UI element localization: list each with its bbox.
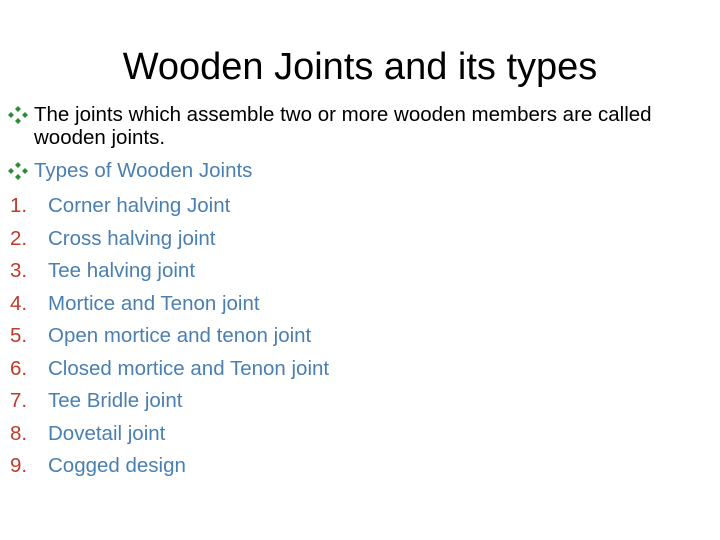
- list-item-label: Open mortice and tenon joint: [48, 324, 312, 347]
- list-item-number: 7.: [10, 389, 28, 412]
- diamond-bullet-icon: [8, 106, 28, 124]
- bullet-types-heading: Types of Wooden Joints: [8, 159, 714, 182]
- list-item-number: 3.: [10, 259, 28, 282]
- bullet-definition: The joints which assemble two or more wo…: [8, 103, 714, 149]
- slide-title: Wooden Joints and its types: [122, 46, 598, 88]
- list-item-label: Cogged design: [48, 454, 186, 477]
- diamond-bullet-icon: [8, 162, 28, 180]
- list-item-label: Closed mortice and Tenon joint: [48, 356, 330, 380]
- list-item: 6. Closed mortice and Tenon joint: [8, 353, 714, 386]
- list-item: 8. Dovetail joint: [8, 418, 714, 451]
- joint-types-list: 1. Corner halving Joint 2. Cross halving j…: [8, 190, 714, 483]
- list-item-label: Dovetail joint: [48, 421, 166, 445]
- list-item: 5. Open mortice and tenon joint: [8, 320, 714, 353]
- list-item: 9. Cogged design: [8, 450, 714, 483]
- list-item-number: 4.: [10, 291, 28, 315]
- list-item-label: Mortice and Tenon joint: [48, 291, 260, 315]
- list-item: 1. Corner halving Joint: [8, 190, 714, 223]
- list-item-label: Tee Bridle joint: [48, 389, 183, 412]
- slide-body: The joints which assemble two or more wo…: [8, 103, 714, 483]
- list-item: 3. Tee halving joint: [8, 255, 714, 288]
- list-item-label: Corner halving Joint: [48, 194, 231, 217]
- list-item-number: 5.: [10, 324, 28, 347]
- list-item: 7. Tee Bridle joint: [8, 385, 714, 418]
- bullet-types-heading-text: Types of Wooden Joints: [34, 159, 253, 182]
- list-item-number: 2.: [10, 226, 28, 250]
- list-item-number: 8.: [10, 421, 28, 445]
- bullet-definition-text: The joints which assemble two or more wo…: [34, 103, 652, 149]
- list-item-number: 1.: [10, 194, 28, 217]
- list-item-label: Tee halving joint: [48, 259, 196, 282]
- list-item-label: Cross halving joint: [48, 226, 216, 250]
- list-item: 4. Mortice and Tenon joint: [8, 288, 714, 321]
- list-item-number: 9.: [10, 454, 28, 477]
- list-item-number: 6.: [10, 356, 28, 380]
- list-item: 2. Cross halving joint: [8, 223, 714, 256]
